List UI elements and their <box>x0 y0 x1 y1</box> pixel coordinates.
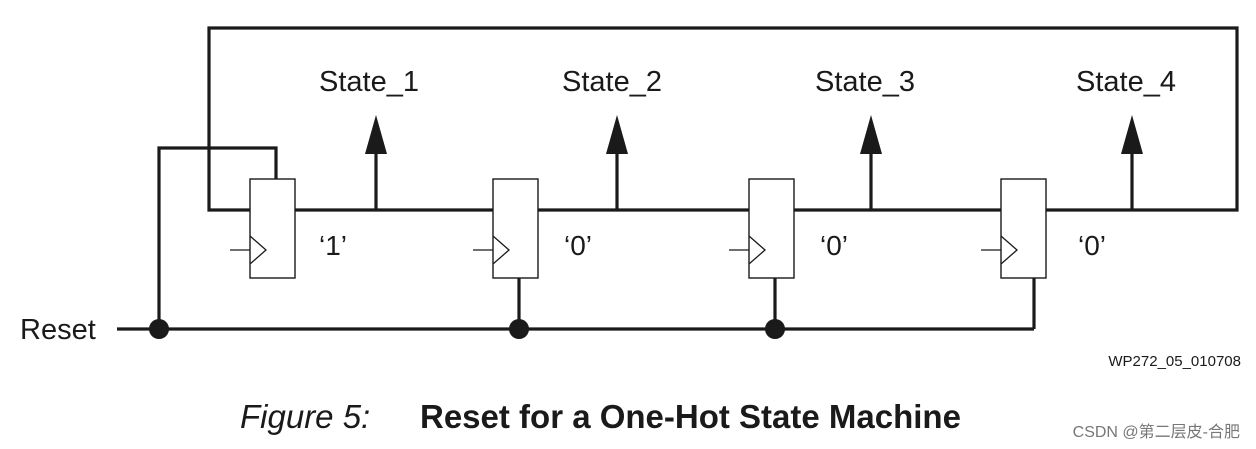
state-3-label: State_3 <box>815 66 915 98</box>
reset-label: Reset <box>20 314 96 346</box>
flip-flop-4 <box>981 178 1047 279</box>
state-4-arrow <box>1121 115 1143 154</box>
flip-flop-3 <box>729 178 795 279</box>
state-4-value: ‘0’ <box>1078 230 1106 261</box>
state-4-label: State_4 <box>1076 66 1176 98</box>
figure-reference-id: WP272_05_010708 <box>1108 353 1241 370</box>
caption-figure-number: Figure 5: <box>240 398 370 435</box>
state-2-label: State_2 <box>562 66 662 98</box>
clock-input-4 <box>981 235 1018 265</box>
flip-flop-2 <box>473 178 539 279</box>
clock-input-1 <box>230 235 267 265</box>
state-2-arrow <box>606 115 628 154</box>
state-3-arrow <box>860 115 882 154</box>
flip-flop-1 <box>230 178 296 279</box>
reset-junction-dot-1 <box>149 319 169 339</box>
feedback-loop-wire <box>207 26 1239 212</box>
state-1-arrow <box>365 115 387 154</box>
caption-title: Reset for a One-Hot State Machine <box>420 398 961 435</box>
clock-input-2 <box>473 235 510 265</box>
clock-input-3 <box>729 235 766 265</box>
watermark-text: CSDN @第二层皮-合肥 <box>1073 423 1240 441</box>
state-2-value: ‘0’ <box>564 230 592 261</box>
reset-junction-dot-2 <box>509 319 529 339</box>
state-1-value: ‘1’ <box>319 230 347 261</box>
state-3-value: ‘0’ <box>820 230 848 261</box>
state-1-label: State_1 <box>319 66 419 98</box>
preset-wire-ff1 <box>157 146 278 329</box>
reset-junction-dot-3 <box>765 319 785 339</box>
